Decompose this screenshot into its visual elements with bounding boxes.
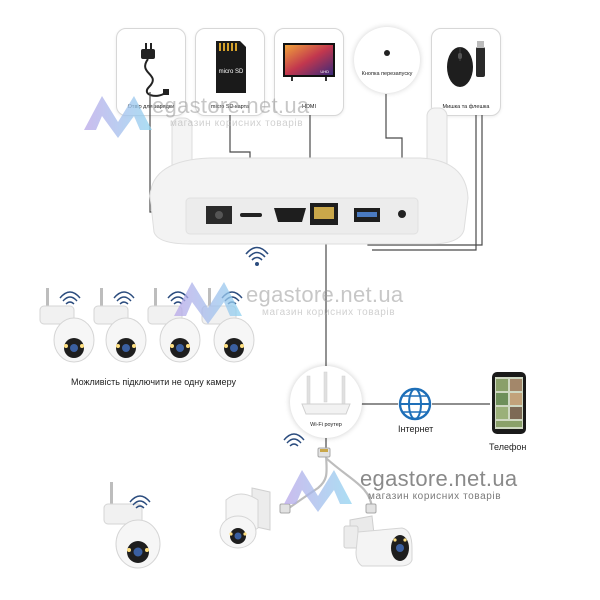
usb-line-inner	[372, 115, 477, 251]
mouse-and-flash-icon	[447, 41, 485, 87]
ptz-camera-icon	[201, 288, 255, 363]
wifi-icon	[283, 433, 305, 447]
watermark-text: egastore.net.ua	[360, 466, 518, 491]
wifi-icon	[59, 291, 81, 305]
power-adapter-icon	[141, 43, 169, 97]
watermark-logo-icon	[174, 282, 242, 324]
reset-label: Кнопка перезапуску	[361, 71, 413, 77]
router-label: Wi-Fi роутер	[310, 422, 342, 428]
watermark-subtitle: магазин корисних товарів	[170, 118, 304, 129]
ptz-camera-icon	[147, 288, 201, 363]
sd-label: micro SD карта	[210, 104, 250, 110]
hdmi-label: HDMI	[301, 104, 317, 110]
watermark-logo-icon	[84, 96, 152, 138]
charger-card: Отвір для зарядки	[116, 28, 186, 116]
internet-label: Інтернет	[398, 424, 434, 434]
cameras-note: Можливість підключити не одну камеру	[71, 377, 236, 387]
watermark-subtitle: магазин корисних товарів	[368, 491, 502, 502]
watermark-subtitle: магазин корисних товарів	[262, 307, 396, 318]
sd-card-text: micro SD	[219, 69, 244, 75]
router-icon	[301, 371, 351, 415]
ptz-camera-icon	[103, 482, 161, 569]
mouse-card: Мишка та флешка	[431, 28, 501, 116]
tv-icon: UHD	[283, 43, 335, 81]
wifi-icon	[129, 495, 151, 509]
charger-label: Отвір для зарядки	[127, 104, 175, 110]
ptz-camera-icon	[93, 288, 147, 363]
hdmi-card: UHD HDMI	[274, 28, 344, 116]
ptz-camera-icon	[39, 288, 95, 363]
sd-card: micro SD micro SD карта	[195, 28, 265, 116]
watermark-logo-icon	[284, 470, 352, 512]
router-card: Wi-Fi роутер	[290, 366, 362, 438]
tv-badge: UHD	[320, 69, 329, 74]
watermark-text: egastore.net.ua	[246, 282, 404, 307]
sd-card-icon: micro SD	[216, 41, 246, 93]
nvr-wifi-icon	[245, 246, 269, 266]
bullet-camera-icon	[343, 515, 413, 567]
mouse-label: Мишка та флешка	[442, 104, 490, 110]
reset-card: Кнопка перезапуску	[354, 27, 420, 93]
wifi-icon	[113, 291, 135, 305]
phone-label: Телефон	[489, 442, 527, 452]
watermark-text: egastore.net.ua	[152, 93, 310, 118]
reset-button-icon	[384, 50, 390, 56]
dome-camera-icon	[219, 487, 271, 549]
ethernet-cable-icon	[279, 447, 377, 514]
